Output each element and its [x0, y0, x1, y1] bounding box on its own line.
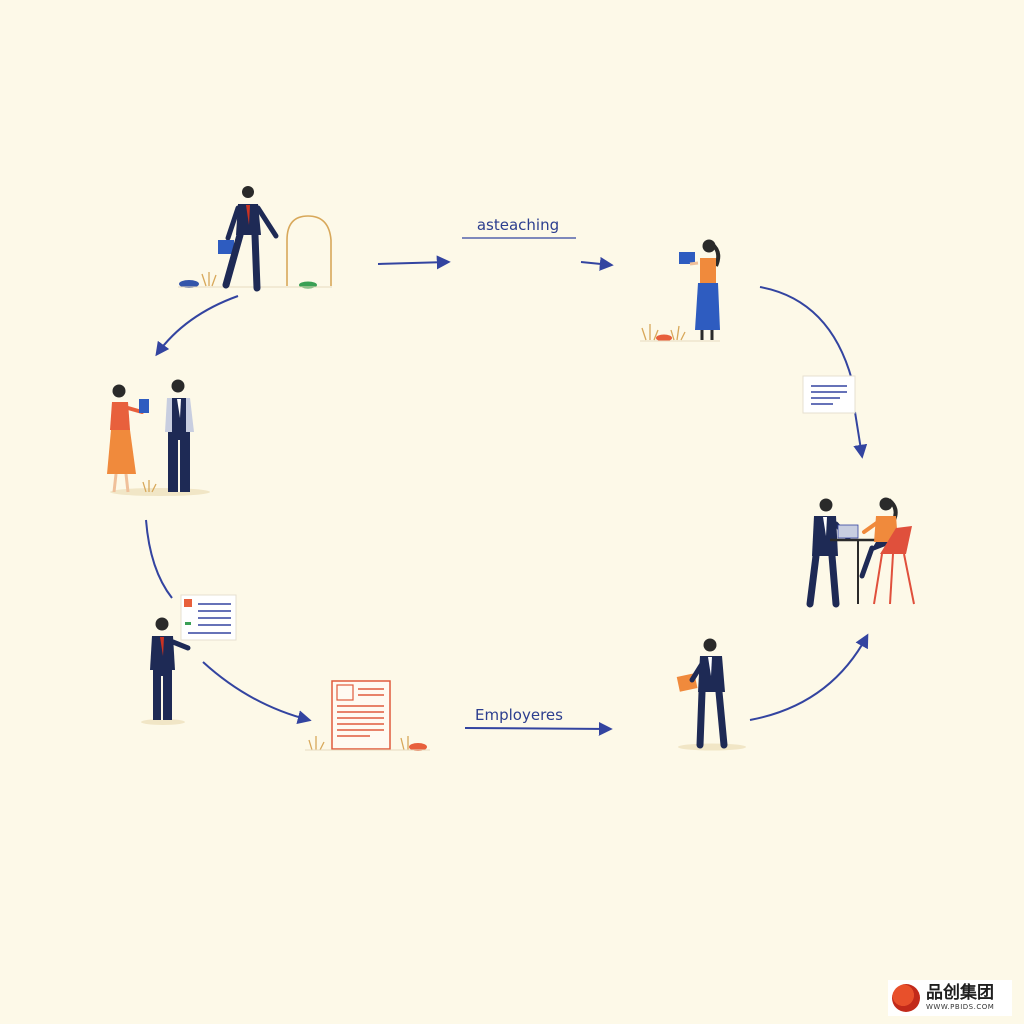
woman-tablet-scene — [640, 239, 721, 342]
bush-blue — [179, 280, 199, 288]
conversation-scene — [107, 379, 210, 496]
grass-tuft — [201, 272, 217, 287]
label-bottom: Employeres — [475, 706, 563, 724]
brand-logo-mark-icon — [892, 984, 920, 1012]
walking-man-scene — [178, 186, 332, 292]
floating-document-right — [802, 375, 856, 414]
arrow-top-left-curve — [155, 295, 239, 357]
man-presenting-scene — [141, 594, 237, 725]
brand-url: WWW.PBIDS.COM — [926, 1003, 995, 1011]
arrow-right-down — [853, 411, 868, 459]
woman-with-tablet — [679, 239, 721, 340]
red-chair — [873, 526, 915, 605]
arrow-bottom-left-curve — [202, 661, 312, 725]
grass-tuft-4 — [142, 480, 157, 493]
man-folder-scene — [676, 638, 746, 751]
arrow-right-curve — [759, 286, 853, 381]
man-grey-shirt — [165, 379, 194, 492]
label-top-group: asteaching — [462, 216, 576, 239]
arrow-left-curve — [145, 519, 173, 599]
brand-logo: 品创集团 WWW.PBIDS.COM — [888, 980, 1012, 1016]
bush-coral-2 — [409, 743, 427, 751]
brand-logo-text: 品创集团 WWW.PBIDS.COM — [926, 985, 994, 1011]
bush-coral — [656, 334, 672, 342]
arch-doorway — [286, 215, 332, 286]
flow-arrows — [145, 255, 869, 736]
arrow-top-2 — [580, 256, 614, 271]
grass-tuft-3 — [670, 325, 686, 341]
ground-shadow-2 — [141, 719, 185, 725]
arrow-bottom-right-curve — [749, 633, 869, 721]
arrow-bottom-mid — [464, 721, 613, 736]
grass-tuft-2 — [641, 324, 659, 341]
woman-orange-dress — [107, 384, 149, 493]
label-top: asteaching — [477, 216, 559, 234]
grass-tuft-6 — [400, 736, 409, 751]
brand-name: 品创集团 — [926, 983, 994, 1003]
resume-document-scene — [305, 680, 430, 751]
resume-document — [331, 680, 391, 750]
interviewer-man — [806, 498, 851, 608]
presenting-man — [150, 617, 191, 720]
ground-shadow — [110, 488, 210, 496]
ground-shadow-3 — [678, 743, 746, 751]
interview-scene — [806, 497, 915, 608]
arrow-top-1 — [377, 255, 451, 270]
document-card — [180, 594, 237, 641]
man-with-folder — [676, 638, 728, 749]
walking-man — [218, 186, 279, 292]
grass-tuft-5 — [308, 736, 325, 751]
